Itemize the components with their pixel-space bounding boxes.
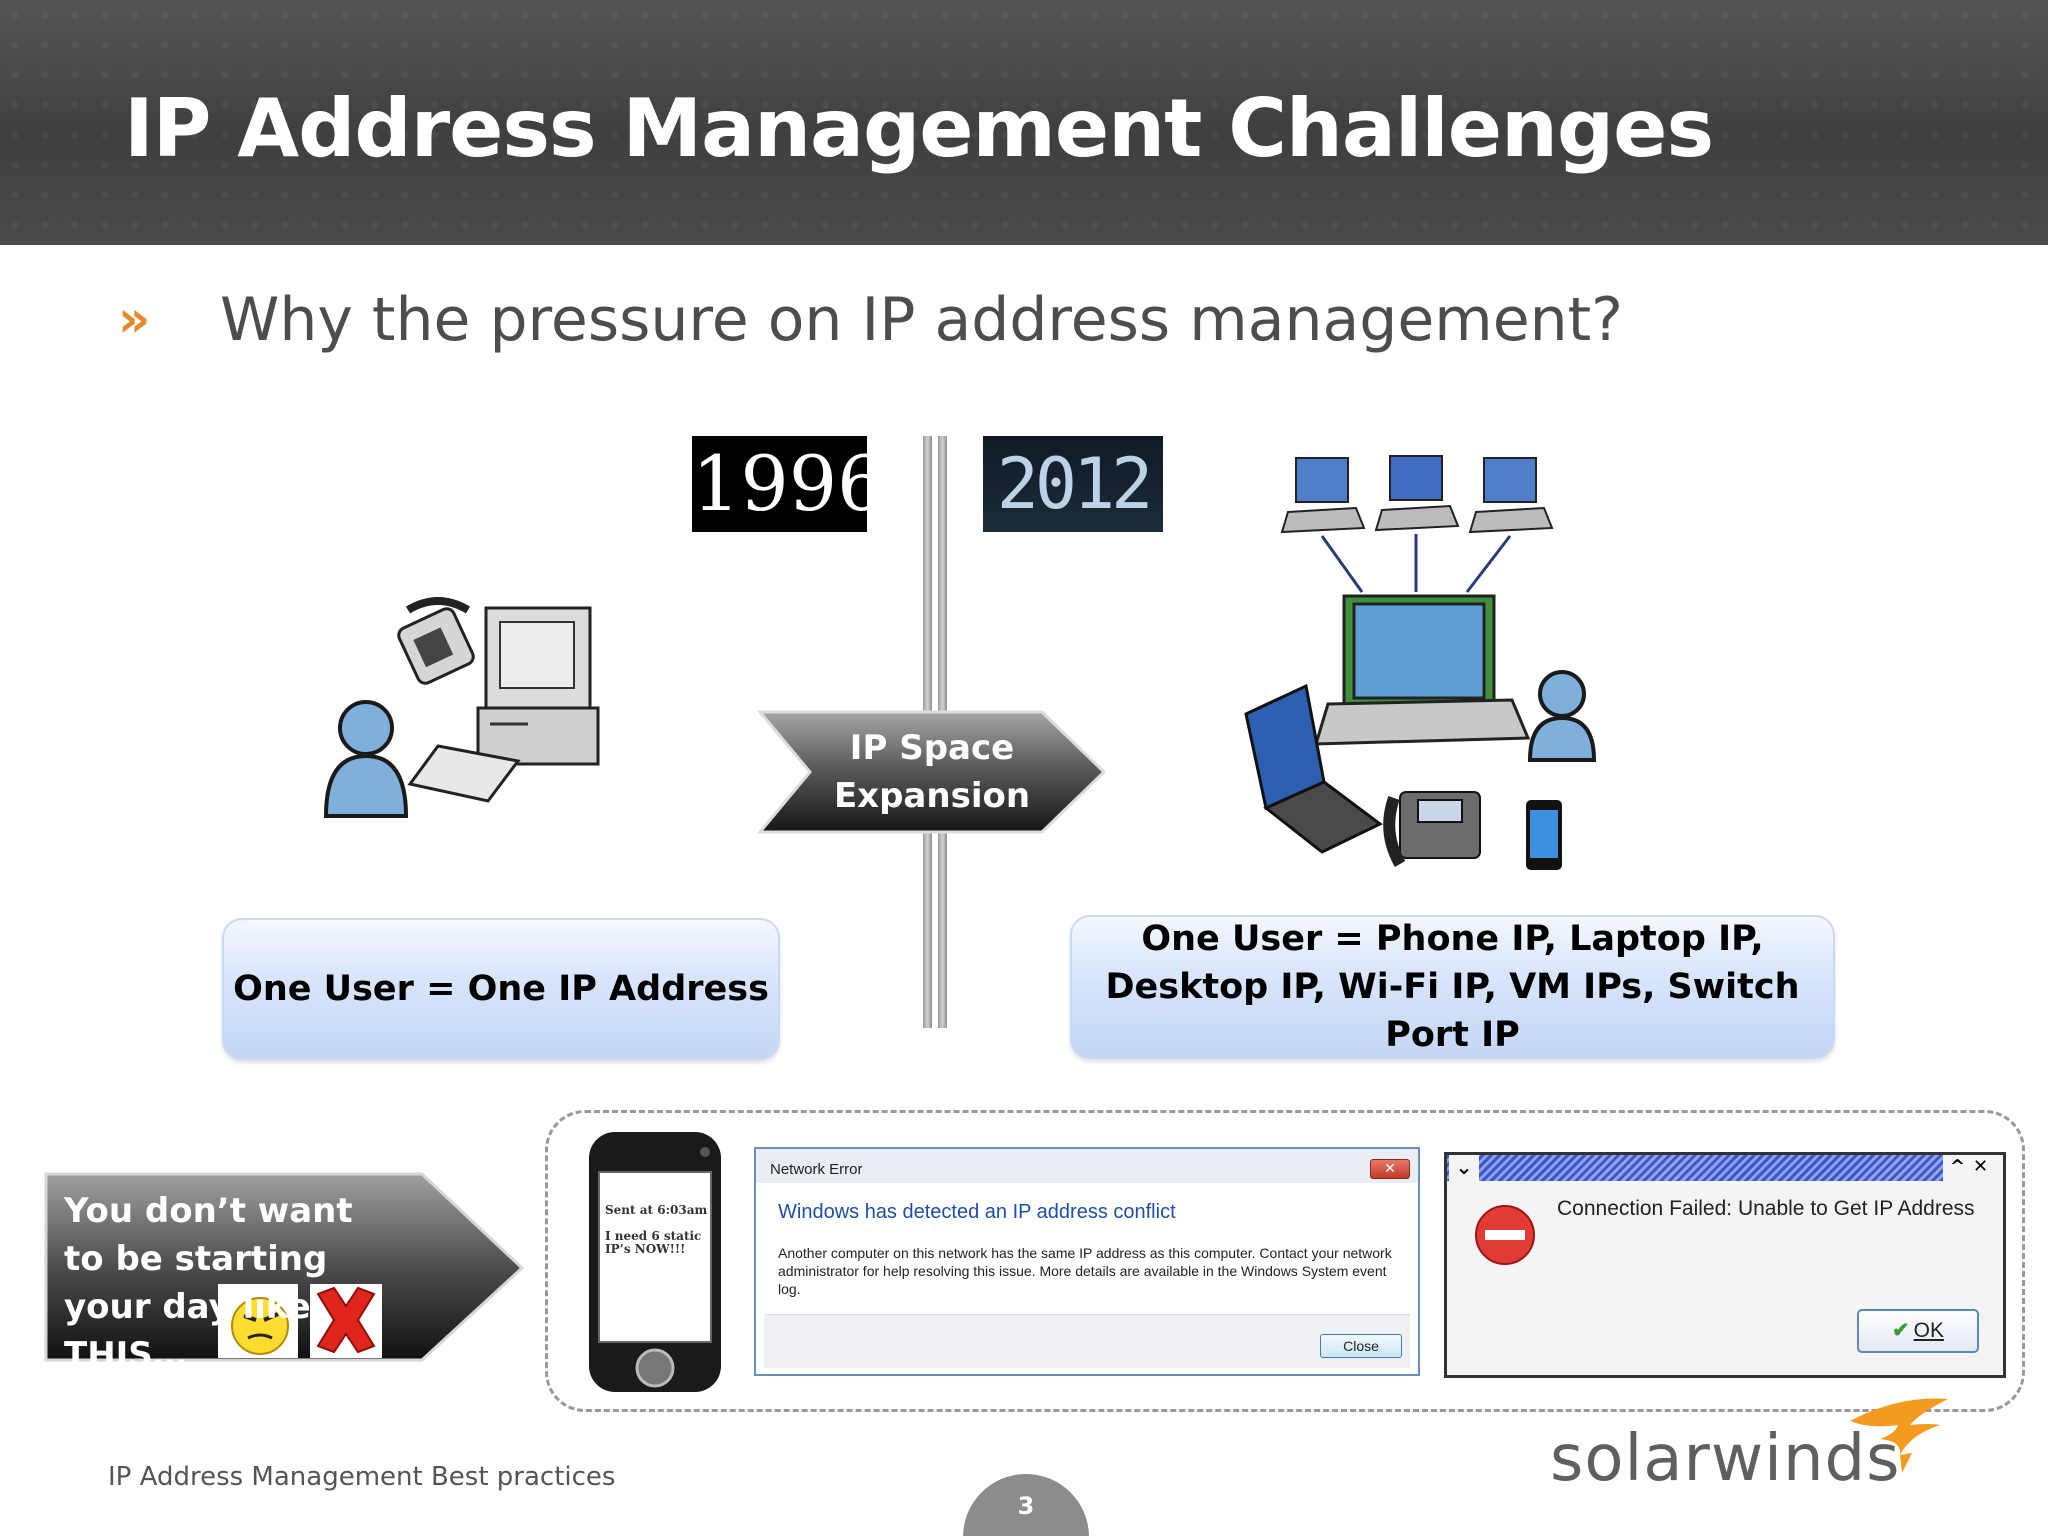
dialog-footer bbox=[764, 1314, 1410, 1368]
dialog-body: Another computer on this network has the… bbox=[778, 1245, 1392, 1297]
dialog-title: Network Error bbox=[770, 1161, 863, 1178]
telephone-icon bbox=[397, 597, 475, 685]
header-texture bbox=[0, 0, 2048, 245]
sms-timestamp: Sent at 6:03am bbox=[605, 1203, 708, 1217]
year-2012-badge: 2012 bbox=[983, 436, 1163, 532]
stop-error-icon bbox=[1475, 1205, 1535, 1265]
page-number: 3 bbox=[1017, 1492, 1035, 1520]
ip-space-arrow bbox=[756, 710, 1107, 834]
dialog-heading: Windows has detected an IP address confl… bbox=[778, 1201, 1176, 1223]
ok-label: OK bbox=[1913, 1319, 1944, 1342]
dialog-titlebar bbox=[1447, 1155, 2003, 1181]
sms-message: I need 6 static IP’s NOW!!! bbox=[605, 1229, 702, 1256]
many-ip-label: One User = Phone IP, Laptop IP, Desktop … bbox=[1105, 919, 1800, 1055]
bullet-marker: » bbox=[118, 290, 151, 348]
laptop-icon bbox=[1244, 683, 1383, 854]
bullet-question: Why the pressure on IP address managemen… bbox=[220, 285, 1624, 355]
warning-banner bbox=[44, 1172, 525, 1362]
user-icon bbox=[323, 700, 409, 818]
network-error-dialog: Network Error ✕ Windows has detected an … bbox=[754, 1147, 1420, 1376]
ip-phone-icon bbox=[1383, 791, 1481, 867]
devices-2012-illustration bbox=[1244, 455, 1597, 870]
slide-title: IP Address Management Challenges bbox=[124, 82, 1714, 175]
check-icon: ✔ bbox=[1892, 1319, 1910, 1342]
footer-text: IP Address Management Best practices bbox=[108, 1462, 616, 1492]
smartphone-icon bbox=[1526, 800, 1562, 870]
many-ip-box: One User = Phone IP, Laptop IP, Desktop … bbox=[1070, 915, 1835, 1059]
angry-emoticon-icon bbox=[218, 1284, 298, 1358]
year-1996-badge: 1996 bbox=[692, 436, 885, 532]
close-icon[interactable]: ✕ bbox=[1370, 1159, 1410, 1179]
error-examples-container bbox=[545, 1110, 2025, 1412]
connection-failed-dialog: ⌄ ^✕ Connection Failed: Unable to Get IP… bbox=[1444, 1152, 2006, 1378]
red-x-icon bbox=[310, 1284, 382, 1358]
mobile-phone-icon bbox=[589, 1132, 721, 1392]
solarwinds-bird-icon bbox=[1850, 1398, 1948, 1473]
solarwinds-logo-text: solarwinds bbox=[1550, 1422, 1901, 1496]
one-ip-label: One User = One IP Address bbox=[233, 969, 769, 1009]
window-controls[interactable]: ^✕ bbox=[1943, 1155, 2003, 1181]
one-ip-box: One User = One IP Address bbox=[222, 918, 780, 1060]
warning-text: You don’t want to be starting your day l… bbox=[64, 1191, 353, 1375]
arrow-label: IP Space Expansion bbox=[833, 728, 1031, 816]
workstation-1996-illustration bbox=[323, 597, 600, 818]
slide-header: IP Address Management Challenges bbox=[0, 0, 2048, 245]
close-button[interactable]: Close bbox=[1320, 1334, 1402, 1358]
desktop-computer-icon bbox=[1313, 594, 1531, 746]
ok-button[interactable]: ✔OK bbox=[1857, 1309, 1979, 1353]
desktop-computer-icon bbox=[1280, 455, 1554, 534]
desktop-computer-icon bbox=[407, 606, 600, 803]
user-icon bbox=[1527, 670, 1597, 762]
connection-failed-message: Connection Failed: Unable to Get IP Addr… bbox=[1557, 1197, 1975, 1220]
window-menu-icon[interactable]: ⌄ bbox=[1449, 1155, 1479, 1181]
